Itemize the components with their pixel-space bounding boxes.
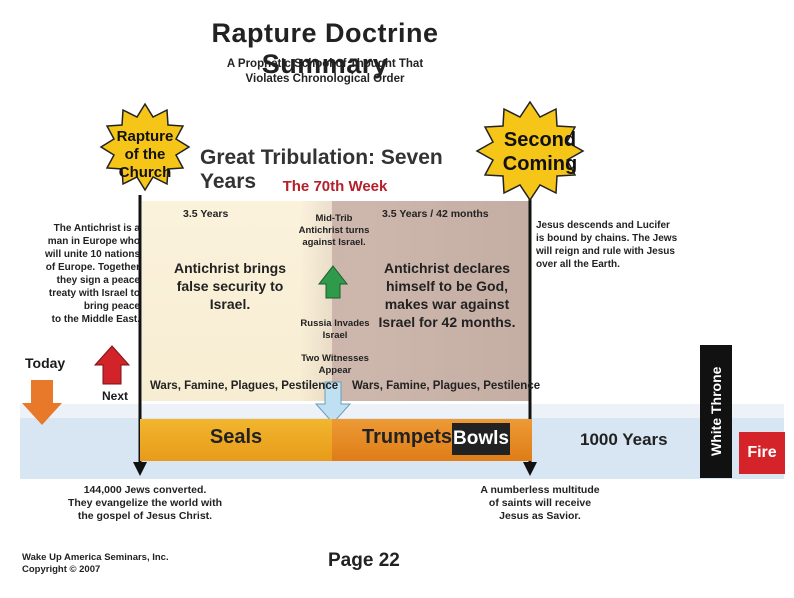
note-line: against Israel.	[302, 237, 366, 248]
note-line: will unite 10 nations	[44, 249, 140, 260]
second-half-description: Antichrist declares himself to be God, m…	[372, 259, 522, 331]
second-coming-starburst	[475, 100, 585, 202]
publisher-credit: Wake Up America Seminars, Inc. Copyright…	[22, 552, 169, 576]
first-half-description: Antichrist brings false security to Isra…	[160, 259, 300, 313]
seals-label: Seals	[209, 426, 263, 448]
star-label-line: Second	[503, 129, 577, 151]
mid-trib-down-arrow	[314, 381, 352, 424]
second-coming-label: Second Coming	[485, 128, 595, 176]
star-label-line: Church	[118, 164, 172, 181]
note-line: of saints will receive	[488, 497, 592, 509]
rapture-starburst	[99, 102, 191, 192]
star-label-line: Coming	[502, 153, 578, 175]
desc-line: makes war against	[384, 296, 510, 312]
note-line: The Antichrist is a	[53, 223, 140, 234]
two-witnesses-note: Two Witnesses Appear	[295, 353, 375, 377]
first-half-judgments: Wars, Famine, Plagues, Pestilence	[150, 380, 339, 392]
tribulation-title: Great Tribulation: Seven Years	[200, 146, 443, 193]
desc-line: Israel.	[209, 296, 251, 312]
note-line: Israel	[322, 330, 348, 341]
note-line: Russia Invades	[300, 318, 370, 329]
white-throne-label: White Throne	[708, 366, 724, 457]
copyright: Copyright © 2007	[22, 564, 101, 575]
note-line: 144,000 Jews converted.	[83, 484, 207, 496]
second-coming-line-arrowhead	[523, 462, 537, 476]
seventieth-week-label: The 70th Week	[282, 178, 388, 195]
publisher-name: Wake Up America Seminars, Inc.	[22, 552, 169, 563]
second-half-judgments: Wars, Famine, Plagues, Pestilence	[352, 380, 541, 392]
note-line: Jesus as Savior.	[499, 510, 581, 522]
desc-line: himself to be God,	[385, 278, 509, 294]
desc-line: Antichrist brings	[173, 260, 286, 276]
first-half-panel	[142, 201, 332, 401]
note-line: they sign a peace	[56, 275, 140, 286]
next-label: Next	[102, 389, 129, 403]
note-line: Mid-Trib	[315, 213, 353, 224]
page-title: Rapture Doctrine Summary	[211, 18, 439, 79]
note-line: A numberless multitude	[480, 484, 600, 496]
fire-label: Fire	[739, 432, 785, 474]
note-line: will reign and rule with Jesus	[536, 246, 675, 257]
note-line: man in Europe who	[47, 236, 140, 247]
rapture-line-arrowhead	[133, 462, 147, 476]
note-line: Appear	[318, 365, 352, 376]
page-subtitle: A Prophetic School of Thought That Viola…	[200, 57, 450, 87]
page-number: Page 22	[328, 550, 400, 571]
star-label-line: of the	[124, 146, 166, 163]
note-line: the gospel of Jesus Christ.	[77, 510, 213, 522]
note-line: is bound by chains. The Jews	[536, 233, 678, 244]
star-label-line: Rapture	[116, 128, 174, 145]
jesus-reign-note: Jesus descends and Lucifer is bound by c…	[536, 219, 706, 271]
desc-line: Antichrist declares	[383, 260, 511, 276]
jews-converted-note: 144,000 Jews converted. They evangelize …	[60, 484, 230, 523]
first-half-duration: 3.5 Years	[183, 208, 229, 220]
note-line: They evangelize the world with	[67, 497, 223, 509]
antichrist-note: The Antichrist is a man in Europe who wi…	[25, 222, 140, 326]
second-half-panel	[332, 201, 530, 401]
desc-line: false security to	[176, 278, 284, 294]
note-line: Two Witnesses	[301, 353, 369, 364]
subtitle-line: Violates Chronological Order	[245, 73, 405, 85]
subtitle-line: A Prophetic School of Thought That	[226, 58, 424, 70]
russia-invades-note: Russia Invades Israel	[295, 318, 375, 342]
millennium-label: 1000 Years	[580, 430, 668, 449]
trumpets-label: Trumpets	[362, 426, 453, 448]
bowls-label: Bowls	[452, 423, 510, 455]
today-label: Today	[25, 355, 66, 371]
desc-line: Israel for 42 months.	[378, 314, 516, 330]
note-line: to the Middle East.	[51, 314, 140, 325]
note-line: Antichrist turns	[298, 225, 370, 236]
midpoint-blend	[300, 201, 370, 401]
note-line: of Europe. Together	[45, 262, 140, 273]
second-half-duration: 3.5 Years / 42 months	[382, 208, 489, 220]
today-arrow	[22, 380, 62, 425]
timeline-band-highlight	[20, 404, 784, 418]
note-line: treaty with Israel to	[48, 288, 140, 299]
mid-trib-up-arrow	[317, 265, 349, 299]
white-throne-block	[700, 345, 732, 478]
note-line: Jesus descends and Lucifer	[536, 220, 670, 231]
note-line: over all the Earth.	[536, 259, 620, 270]
note-line: bring peace	[83, 301, 140, 312]
rapture-of-the-church-label: Rapture of the Church	[100, 128, 190, 182]
multitude-note: A numberless multitude of saints will re…	[470, 484, 610, 523]
mid-trib-note: Mid-Trib Antichrist turns against Israel…	[295, 213, 373, 249]
seals-bar	[140, 419, 332, 461]
next-arrow	[93, 345, 131, 385]
